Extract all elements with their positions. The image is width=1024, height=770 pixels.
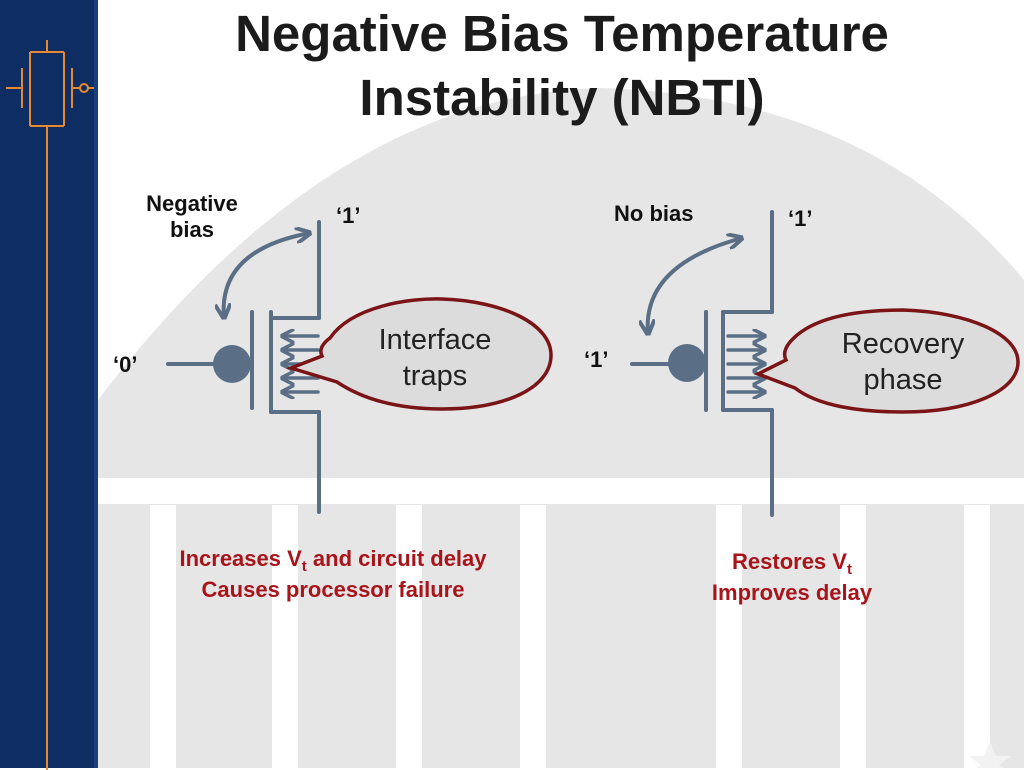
left-gate-node <box>213 345 251 383</box>
right-bias-arrow <box>648 238 742 334</box>
watermark-column <box>716 505 742 768</box>
right-drain-value: ‘1’ <box>788 206 813 231</box>
watermark-column <box>520 505 546 768</box>
star-icon <box>969 742 1011 768</box>
right-recovery-arrows <box>726 336 767 392</box>
left-callout-bubble <box>285 297 553 411</box>
left-top-label: Negative bias <box>146 191 238 242</box>
right-gate-value: ‘1’ <box>584 347 609 372</box>
slide-title: Negative Bias Temperature Instability (N… <box>110 2 1014 130</box>
watermark-column <box>396 505 422 768</box>
watermark-column <box>840 505 866 768</box>
left-gate-value: ‘0’ <box>113 352 138 377</box>
watermark-band <box>98 478 1024 504</box>
title-line-2: Instability (NBTI) <box>359 69 765 126</box>
watermark-column <box>272 505 298 768</box>
watermark-column <box>150 505 176 768</box>
right-caption: Restores Vt Improves delay <box>711 549 873 605</box>
right-callout-bubble <box>753 308 1020 414</box>
watermark-column <box>964 505 990 768</box>
right-top-label: No bias <box>614 201 694 226</box>
watermark-dome <box>98 88 1024 768</box>
left-transistor <box>166 220 321 514</box>
sidebar-edge <box>94 0 98 768</box>
left-drain-value: ‘1’ <box>336 203 361 228</box>
right-gate-node <box>668 344 706 382</box>
title-line-1: Negative Bias Temperature <box>235 5 889 62</box>
left-bubble-text: Interface traps <box>378 324 492 392</box>
circuit-logo-icon <box>6 40 94 770</box>
left-caption: Increases Vt and circuit delay Causes pr… <box>179 546 487 602</box>
right-bubble-text: Recovery phase <box>841 328 965 396</box>
left-bias-arrow <box>224 233 310 318</box>
